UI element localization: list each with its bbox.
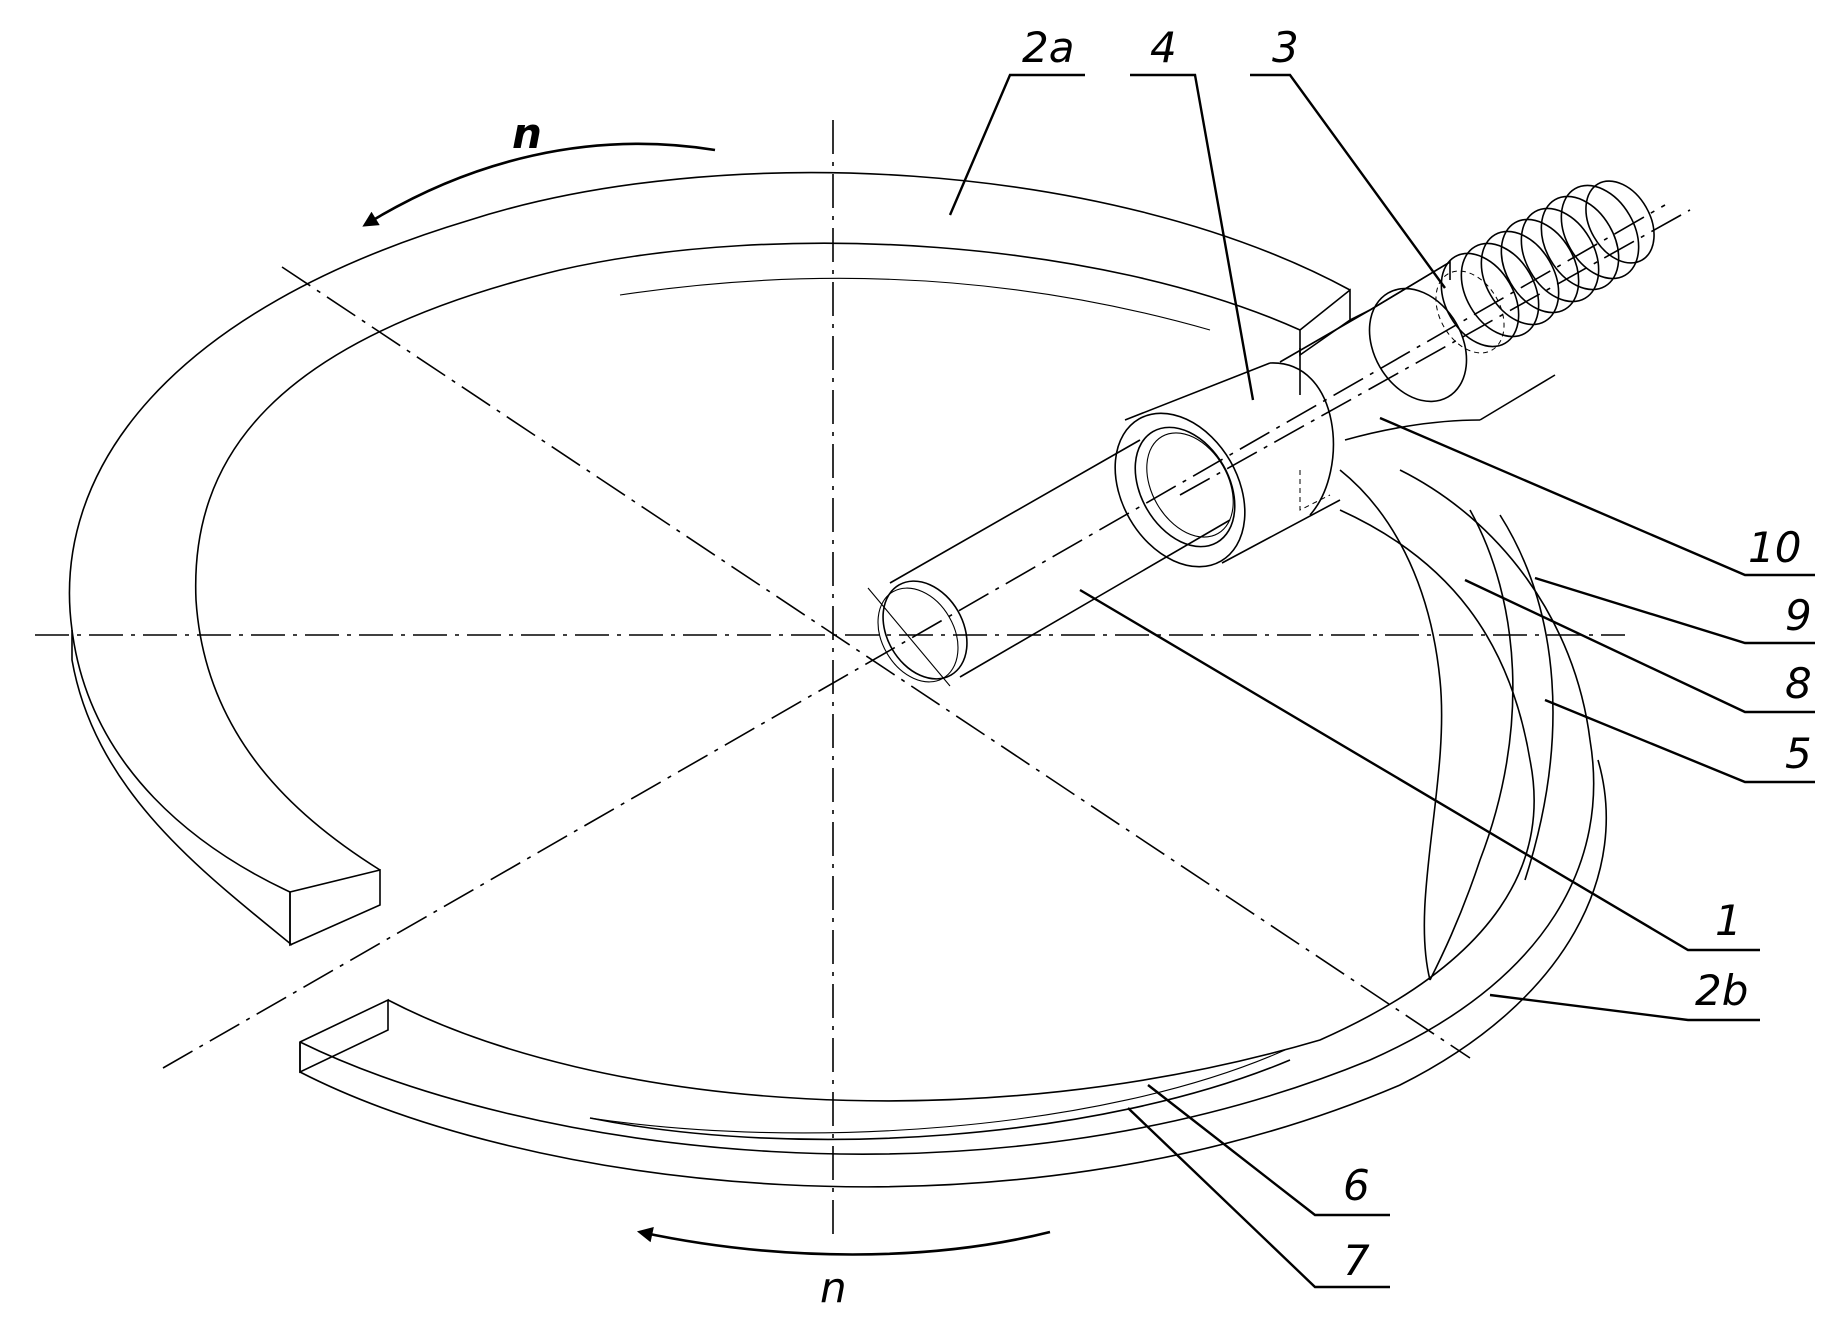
cylinder-3 xyxy=(1179,209,1691,496)
label-4: 4 xyxy=(1150,23,1177,72)
center-lines xyxy=(35,120,1666,1235)
label-2b: 2b xyxy=(1695,966,1748,1015)
rotation-label-bottom: n xyxy=(820,1263,847,1312)
label-9: 9 xyxy=(1785,591,1812,640)
label-6: 6 xyxy=(1343,1161,1370,1210)
ring-segment-2a xyxy=(68,171,1351,947)
groove-curves xyxy=(589,469,1554,1141)
rotation-label-top: n xyxy=(512,109,542,158)
label-8: 8 xyxy=(1785,659,1812,708)
ring-segment-2b xyxy=(299,469,1608,1188)
label-2a: 2a xyxy=(1022,23,1074,72)
spring xyxy=(1435,180,1655,354)
label-1: 1 xyxy=(1715,896,1742,945)
leader-lines xyxy=(948,73,1815,1289)
rotation-arrows xyxy=(362,142,1051,1256)
label-5: 5 xyxy=(1785,729,1812,778)
bushing-4 xyxy=(1114,362,1341,568)
part-labels: n n 2a 4 3 10 9 8 5 1 2b 6 7 xyxy=(512,23,1812,1312)
label-3: 3 xyxy=(1272,23,1299,72)
shaft-1 xyxy=(867,439,1231,687)
label-10: 10 xyxy=(1748,523,1801,572)
label-7: 7 xyxy=(1343,1236,1370,1285)
